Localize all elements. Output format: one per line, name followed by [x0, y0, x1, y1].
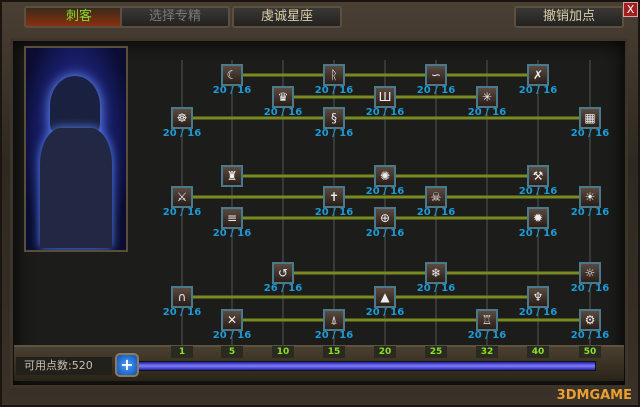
- skill-icon[interactable]: ✕: [221, 309, 243, 331]
- skill-points-label: 20 / 16: [518, 228, 558, 239]
- skill-icon[interactable]: ☀: [579, 186, 601, 208]
- skill-points-label: 20 / 16: [518, 186, 558, 197]
- level-marker: 20: [374, 346, 396, 358]
- tab-devotion[interactable]: 虔诚星座: [232, 6, 342, 28]
- skill-icon[interactable]: ≡: [221, 207, 243, 229]
- skill-points-label: 20 / 16: [365, 228, 405, 239]
- skill-points-label: 20 / 16: [162, 207, 202, 218]
- available-points: 可用点数:520: [16, 357, 112, 375]
- close-button[interactable]: X: [623, 2, 638, 17]
- skill-points-label: 26 / 16: [263, 283, 303, 294]
- skill-points-label: 20 / 16: [314, 330, 354, 341]
- skill-icon[interactable]: ♜: [221, 165, 243, 187]
- skill-points-label: 20 / 16: [467, 107, 507, 118]
- skill-points-label: 20 / 16: [263, 107, 303, 118]
- level-marker: 50: [579, 346, 601, 358]
- skill-icon[interactable]: ❄: [425, 262, 447, 284]
- skill-points-label: 20 / 16: [314, 85, 354, 96]
- skill-icon[interactable]: ⍋: [323, 309, 345, 331]
- tab-select-mastery[interactable]: 选择专精: [120, 6, 230, 28]
- skill-points-label: 20 / 16: [365, 107, 405, 118]
- skill-icon[interactable]: ∽: [425, 64, 447, 86]
- skill-points-label: 20 / 16: [212, 85, 252, 96]
- skill-points-label: 20 / 16: [416, 207, 456, 218]
- skill-icon[interactable]: ∩: [171, 286, 193, 308]
- skill-icon[interactable]: ▦: [579, 107, 601, 129]
- skill-icon[interactable]: ⚙: [579, 309, 601, 331]
- level-marker: 5: [221, 346, 243, 358]
- skill-icon[interactable]: ☸: [171, 107, 193, 129]
- skill-points-label: 20 / 16: [162, 307, 202, 318]
- add-points-button[interactable]: +: [115, 353, 139, 377]
- skill-icon[interactable]: ✺: [374, 165, 396, 187]
- level-marker: 10: [272, 346, 294, 358]
- skill-points-label: 20 / 16: [570, 283, 610, 294]
- skill-points-label: 20 / 16: [314, 207, 354, 218]
- level-marker: 15: [323, 346, 345, 358]
- skill-points-label: 20 / 16: [212, 330, 252, 341]
- skill-points-label: 20 / 16: [162, 128, 202, 139]
- skill-points-label: 20 / 16: [467, 330, 507, 341]
- skill-points-label: 20 / 16: [365, 307, 405, 318]
- level-marker: 1: [171, 346, 193, 358]
- skill-points-label: 20 / 16: [212, 228, 252, 239]
- skill-points-label: 20 / 16: [518, 307, 558, 318]
- skill-icon[interactable]: ♛: [272, 86, 294, 108]
- level-marker: 40: [527, 346, 549, 358]
- skill-icon[interactable]: ⊕: [374, 207, 396, 229]
- skill-icon[interactable]: ♖: [476, 309, 498, 331]
- skill-points-label: 20 / 16: [570, 207, 610, 218]
- progress-track: [138, 361, 596, 371]
- reset-points-button[interactable]: 撤销加点: [514, 6, 624, 28]
- skill-points-label: 20 / 16: [365, 186, 405, 197]
- skill-icon[interactable]: ✳: [476, 86, 498, 108]
- skill-icon[interactable]: ⚔: [171, 186, 193, 208]
- class-portrait: [24, 46, 128, 252]
- skill-points-label: 20 / 16: [416, 283, 456, 294]
- watermark: 3DMGAME: [556, 388, 632, 403]
- skill-icon[interactable]: ᚱ: [323, 64, 345, 86]
- skill-icon[interactable]: ▲: [374, 286, 396, 308]
- skill-icon[interactable]: §: [323, 107, 345, 129]
- level-marker: 25: [425, 346, 447, 358]
- skill-icon[interactable]: ☾: [221, 64, 243, 86]
- skill-points-label: 20 / 16: [570, 128, 610, 139]
- level-marker: 32: [476, 346, 498, 358]
- skill-icon[interactable]: ♆: [527, 286, 549, 308]
- skill-points-label: 20 / 16: [314, 128, 354, 139]
- skill-icon[interactable]: ✗: [527, 64, 549, 86]
- progress-fill: [139, 362, 595, 370]
- skill-icon[interactable]: ↺: [272, 262, 294, 284]
- skill-icon[interactable]: ☠: [425, 186, 447, 208]
- skill-icon[interactable]: ⚒: [527, 165, 549, 187]
- skill-points-label: 20 / 16: [518, 85, 558, 96]
- skill-icon[interactable]: ✝: [323, 186, 345, 208]
- skill-icon[interactable]: ☼: [579, 262, 601, 284]
- tab-assassin[interactable]: 刺客: [24, 6, 134, 28]
- skill-icon[interactable]: ✹: [527, 207, 549, 229]
- skill-points-label: 20 / 16: [416, 85, 456, 96]
- skill-points-label: 20 / 16: [570, 330, 610, 341]
- skill-icon[interactable]: Ш: [374, 86, 396, 108]
